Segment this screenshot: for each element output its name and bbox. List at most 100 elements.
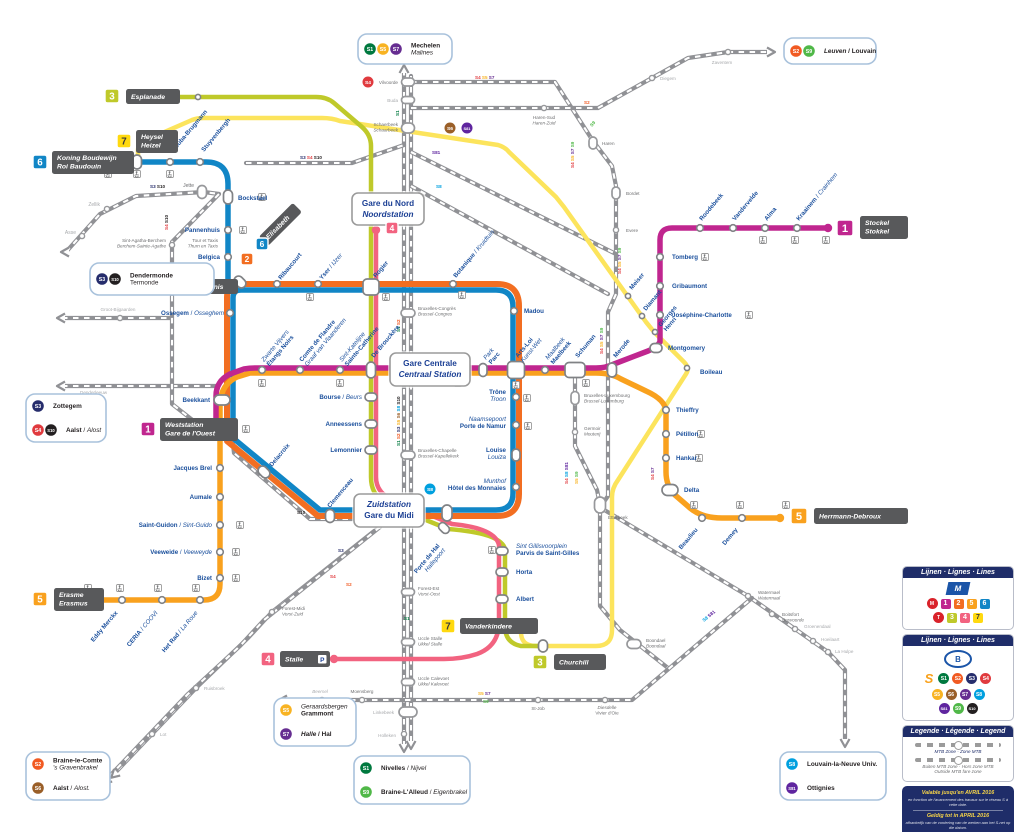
arrowhead	[59, 246, 70, 258]
legend-roundel-S4: S4	[980, 673, 992, 684]
wheelchair-body	[785, 504, 788, 507]
terminus-name: Weststation	[165, 422, 203, 429]
wheelchair-icon	[242, 425, 250, 433]
line-badge-bg	[140, 421, 156, 437]
station-dot	[268, 608, 276, 616]
wheelchair-head	[526, 423, 529, 425]
wheelchair-head	[308, 294, 311, 296]
s-roundel-label: S6	[35, 786, 41, 792]
direction-arrow-icon	[398, 63, 410, 74]
s-roundel-label: S9	[806, 49, 812, 55]
s-roundel-label: S8	[789, 762, 795, 768]
s-roundel-circle	[786, 782, 798, 794]
station-label-text: Clemenceau	[326, 477, 355, 510]
s-roundel-circle	[32, 400, 44, 412]
wheelchair-wheel	[691, 505, 696, 509]
s-roundel-label: S5	[380, 47, 386, 53]
station-dot	[78, 232, 86, 240]
station-dot	[192, 684, 200, 692]
s-roundel-circle	[360, 786, 372, 798]
wheelchair-wheel	[237, 525, 242, 529]
legend-validity-note: Valable jusqu'en AVRIL 2016 en fonction …	[902, 786, 1014, 832]
station-dot	[768, 610, 776, 618]
s-line-codes: S4 S7	[650, 467, 655, 480]
station-label: Bizet	[197, 575, 212, 582]
direction-arrow-icon	[55, 312, 66, 324]
interchange-station	[564, 361, 586, 379]
s-line-codes: S3	[338, 548, 344, 553]
station-label: Lot	[160, 732, 167, 737]
s-line-code-marker: S4 S8 S81	[564, 462, 569, 484]
station-label: Asse	[65, 230, 76, 236]
terminus-name: Esplanade	[131, 94, 165, 101]
line-5-badge: 5	[32, 591, 48, 607]
s-roundel-label: S5	[283, 708, 289, 714]
destination-name: Braine-le-Comte	[53, 758, 103, 765]
station-dot	[601, 696, 609, 704]
station-dot	[215, 463, 225, 473]
destination-name: Louvain-la-Neuve Univ.	[807, 761, 877, 768]
terminus-name: Stokkel	[865, 229, 889, 236]
s-roundel-label: S3	[99, 277, 105, 283]
station-label: Moensberg	[351, 689, 374, 694]
destination-name: Zottegem	[53, 403, 82, 410]
arrowhead	[398, 63, 410, 74]
wheelchair-icon	[582, 379, 590, 387]
station-oval	[398, 706, 418, 718]
station-label: Alma	[763, 206, 778, 223]
station-dot	[117, 595, 127, 605]
legend-roundel-S7: S7	[959, 689, 971, 700]
station-label: Anneessens	[326, 421, 363, 428]
station-dot	[683, 364, 691, 372]
destination-box-frame	[89, 262, 215, 296]
s-line-codes: S4 S5 S7	[475, 75, 495, 80]
wheelchair-head	[234, 549, 237, 551]
wheelchair-icon	[822, 236, 830, 244]
wheelchair-icon	[488, 546, 496, 554]
station-oval	[365, 361, 377, 379]
s-roundel-circle	[790, 45, 802, 57]
wheelchair-wheel	[240, 230, 245, 234]
station-dot	[809, 637, 817, 645]
s-roundel-circle	[32, 758, 44, 770]
tram-4-path	[331, 226, 502, 662]
wheelchair-body	[704, 256, 707, 259]
wheelchair-head	[135, 171, 138, 173]
legend-roundel-S8: S8	[973, 689, 985, 700]
wheelchair-icon	[523, 394, 531, 402]
s-line-codes: S1 S2 S3 S5 S6 S8 S10	[396, 396, 401, 446]
station-label: Yser / IJzer	[318, 252, 345, 282]
wheelchair-icon	[782, 501, 790, 509]
line-badge-bg	[255, 237, 269, 251]
station-label: La Hulpe	[835, 649, 854, 654]
station-dot	[195, 595, 205, 605]
s-line-codes: S5 S9	[574, 471, 579, 484]
station-label: Saint-Guidon / Sint-Guido	[139, 522, 213, 529]
station-dot	[168, 241, 176, 249]
terminus-box-bg	[860, 216, 908, 239]
line-badge-number: 7	[445, 622, 451, 633]
destination-box-frame	[783, 37, 877, 65]
major-station-name: Zuidstation	[366, 500, 411, 509]
wheelchair-body	[261, 382, 264, 385]
terminus-box-bg	[554, 654, 606, 670]
s-line-code-marker: S81	[432, 150, 441, 155]
station-oval	[495, 567, 509, 577]
rail-line-sample-icon	[915, 755, 1001, 765]
wheelchair-head	[699, 431, 702, 433]
parking-icon-letter: P	[320, 657, 325, 664]
station-label: CERIA / COOVI	[126, 610, 160, 649]
station-label-text: ParkParc	[482, 346, 502, 366]
station-oval	[441, 504, 453, 522]
wheelchair-wheel	[337, 383, 342, 387]
station-dot	[157, 595, 167, 605]
station-oval	[364, 419, 378, 429]
terminus-dot	[823, 223, 833, 233]
station-oval	[257, 465, 271, 479]
s-roundel-label: S81	[463, 126, 471, 131]
